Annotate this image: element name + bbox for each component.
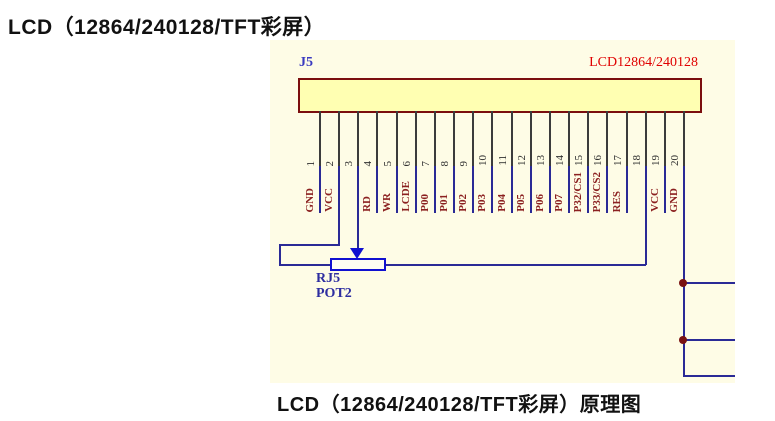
pin-net-label: P32/CS1	[572, 171, 584, 212]
pin-number: 7	[420, 160, 432, 167]
wire-vcc-horizontal	[280, 244, 339, 246]
pin-stub	[472, 111, 474, 166]
pin-net-label: WR	[381, 193, 393, 212]
pin-stub	[338, 111, 340, 166]
pin-stub	[415, 111, 417, 166]
wire-gnd-branch-1	[683, 282, 735, 284]
pin-number: 17	[612, 155, 624, 166]
pin-number: 1	[305, 160, 317, 167]
pin-wire	[357, 166, 359, 249]
wire-vcc-drop	[279, 244, 281, 266]
pin-stub	[434, 111, 436, 166]
pin-number: 12	[516, 155, 528, 166]
wire-pot-left-terminal	[280, 264, 331, 266]
pin-net-label: VCC	[649, 188, 661, 212]
pot-designator: RJ5	[316, 271, 341, 286]
potentiometer-body	[330, 258, 386, 271]
pin-net-label: P04	[496, 194, 508, 212]
pin-wire	[587, 166, 589, 213]
pin-wire	[626, 166, 628, 213]
pin-wire	[338, 166, 340, 246]
connector-designator: J5	[299, 55, 313, 70]
pin-stub	[664, 111, 666, 166]
pin-wire	[472, 166, 474, 213]
pin-number: 6	[401, 160, 413, 167]
pin-wire	[664, 166, 666, 213]
wire-gnd-branch-2	[683, 339, 735, 341]
pin-stub	[645, 111, 647, 166]
pin-number: 11	[497, 155, 509, 166]
pin-wire	[396, 166, 398, 213]
pin-stub	[606, 111, 608, 166]
pin-number: 16	[592, 155, 604, 166]
pin-net-label: P07	[553, 194, 565, 212]
pin-number: 20	[669, 155, 681, 166]
pin-wire	[415, 166, 417, 213]
pin-stub	[511, 111, 513, 166]
pin-net-label: P03	[476, 194, 488, 212]
junction-dot	[679, 279, 687, 287]
pin-number: 9	[458, 160, 470, 167]
pot-type-label: POT2	[316, 286, 352, 301]
pin-net-label: P00	[419, 194, 431, 212]
pin-wire	[645, 166, 647, 265]
pin-stub	[396, 111, 398, 166]
pin-number: 13	[535, 155, 547, 166]
pin-net-label: P33/CS2	[591, 171, 603, 212]
pin-net-label: P06	[534, 194, 546, 212]
pin-stub	[319, 111, 321, 166]
pin-stub	[530, 111, 532, 166]
connector-box	[298, 78, 702, 113]
wire-pot-right-terminal	[386, 264, 646, 266]
pin-number: 15	[573, 155, 585, 166]
pin-wire	[530, 166, 532, 213]
pin-net-label: VCC	[323, 188, 335, 212]
pin-stub	[453, 111, 455, 166]
pin-number: 8	[439, 160, 451, 167]
pin-stub	[491, 111, 493, 166]
pin-number: 5	[382, 160, 394, 167]
pin-number: 14	[554, 155, 566, 166]
pin-wire	[453, 166, 455, 213]
pin-stub	[549, 111, 551, 166]
pin-stub	[376, 111, 378, 166]
pin-wire	[491, 166, 493, 213]
pin-stub	[683, 111, 685, 166]
connector-part-label: LCD12864/240128	[589, 55, 698, 70]
pin-wire	[376, 166, 378, 213]
pin-wire	[683, 166, 685, 377]
pin-net-label: P02	[457, 194, 469, 212]
pin-wire	[319, 166, 321, 213]
figure-caption: LCD（12864/240128/TFT彩屏）原理图	[277, 394, 642, 416]
pin-net-label: LCDE	[400, 181, 412, 212]
pin-net-label: RD	[361, 196, 373, 212]
pin-number: 19	[650, 155, 662, 166]
pin-stub	[568, 111, 570, 166]
pin-wire	[434, 166, 436, 213]
pin-net-label: GND	[304, 187, 316, 212]
pin-net-label: P05	[515, 194, 527, 212]
pin-wire	[606, 166, 608, 213]
pin-stub	[626, 111, 628, 166]
pin-stub	[587, 111, 589, 166]
pin-number: 3	[343, 160, 355, 167]
pin-number: 10	[477, 155, 489, 166]
page-title: LCD（12864/240128/TFT彩屏）	[8, 16, 326, 39]
pin-stub	[357, 111, 359, 166]
pin-number: 2	[324, 160, 336, 167]
wire-gnd-bottom	[683, 375, 735, 377]
pin-net-label: GND	[668, 187, 680, 212]
junction-dot	[679, 336, 687, 344]
pin-number: 18	[631, 155, 643, 166]
pin-wire	[549, 166, 551, 213]
pin-wire	[511, 166, 513, 213]
pot-wiper-arrow-icon	[350, 248, 364, 259]
pin-net-label: RES	[611, 190, 623, 212]
pin-number: 4	[362, 160, 374, 167]
pin-net-label: P01	[438, 194, 450, 212]
pin-wire	[568, 166, 570, 213]
